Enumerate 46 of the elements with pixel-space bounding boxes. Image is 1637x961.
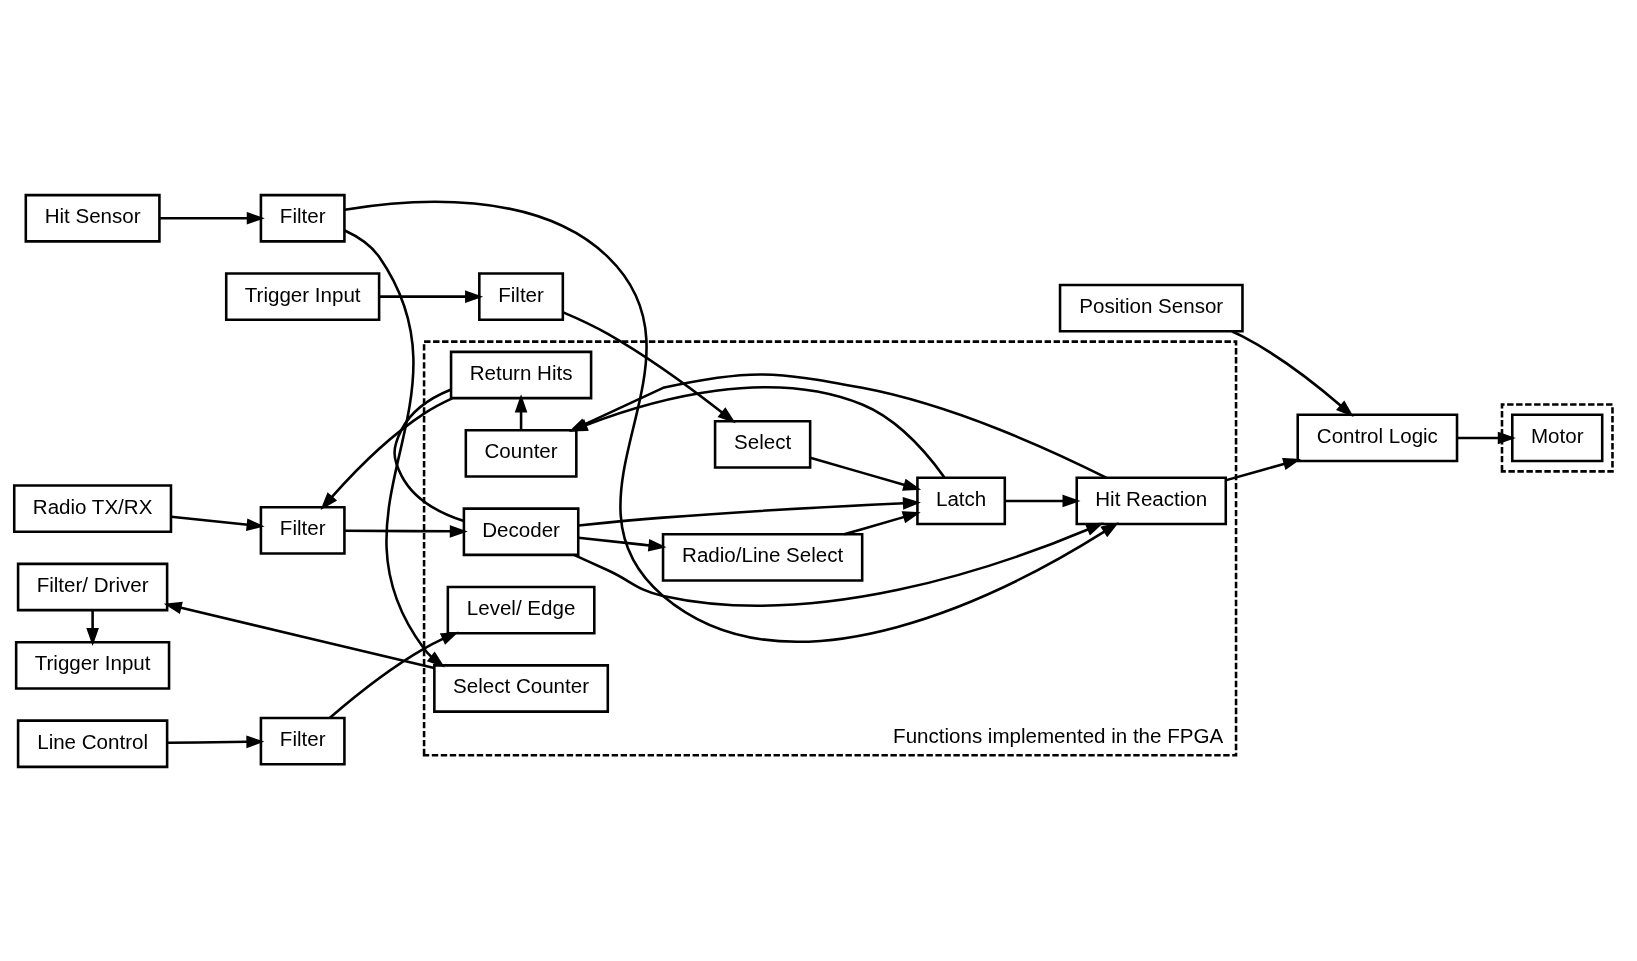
arrow: [1231, 329, 1354, 417]
node-box: Counter: [464, 428, 578, 478]
arrow: [1004, 494, 1081, 507]
node-box: Filter: [478, 271, 565, 321]
arrow: [344, 524, 468, 538]
node-box: Trigger Input: [14, 640, 171, 690]
arrow: [344, 228, 445, 668]
arrow: [809, 456, 922, 491]
arrow: [171, 515, 265, 531]
node-box: Latch: [916, 476, 1007, 525]
node-box: Select: [713, 419, 812, 469]
node-box: Control Logic: [1296, 413, 1459, 462]
arrow: [320, 396, 453, 510]
node-box: Level/ Edge: [446, 585, 596, 635]
node-box: Line Control: [16, 718, 169, 768]
arrow: [578, 536, 667, 552]
arrow: [86, 609, 99, 646]
node-box: Motor: [1511, 413, 1604, 462]
node-box: Return Hits: [449, 350, 593, 399]
arrow: [578, 496, 921, 527]
node-box: Radio/Line Select: [661, 532, 864, 582]
arrow: [159, 211, 265, 225]
arrow: [514, 393, 528, 430]
arrow: [379, 289, 484, 303]
arrow: [573, 522, 1104, 607]
connector: [393, 388, 465, 522]
node-box: Hit Sensor: [24, 193, 161, 243]
node-box: Radio TX/RX: [12, 483, 173, 533]
node-box: Select Counter: [433, 663, 610, 713]
node-box: Decoder: [462, 506, 580, 556]
node-box: Filter: [259, 505, 346, 555]
arrow: [1457, 431, 1516, 444]
arrow: [328, 631, 459, 719]
cluster: [1500, 402, 1614, 473]
arrow: [562, 310, 736, 423]
node-box: Filter: [259, 193, 346, 243]
node-box: Filter: [259, 716, 346, 766]
node-box: Trigger Input: [224, 271, 381, 321]
node-box: Filter/ Driver: [16, 562, 169, 611]
arrow: [1226, 457, 1302, 481]
node-box: Hit Reaction: [1075, 476, 1228, 525]
arrow: [163, 601, 435, 669]
node-box: Position Sensor: [1058, 283, 1244, 333]
arrow: [344, 200, 1119, 642]
arrow: [843, 510, 921, 536]
arrow: [167, 735, 265, 748]
